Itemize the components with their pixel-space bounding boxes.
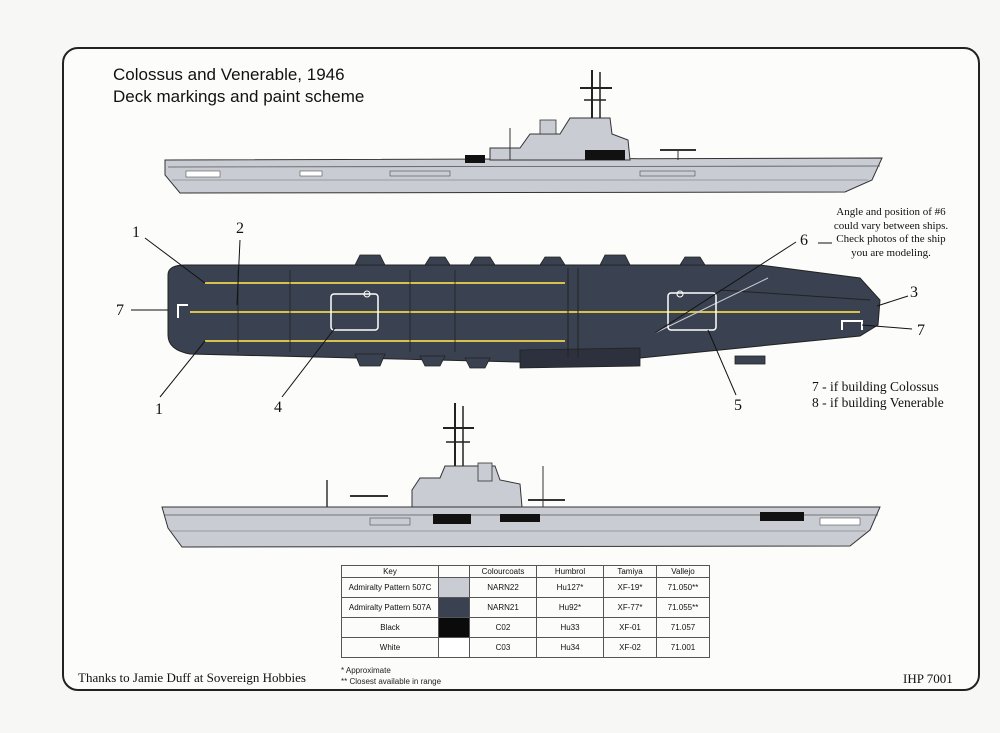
colourcoats-code: C02 [469,617,537,638]
paint-swatch [438,637,470,658]
note-line-1: Angle and position of #6 [836,206,946,218]
callout-7-left: 7 [116,302,124,319]
colourcoats-code: C03 [469,637,537,658]
header-vallejo: Vallejo [656,565,710,578]
port-profile [161,403,881,548]
paint-name: White [341,637,439,658]
header-swatch [438,565,470,578]
note-line-3: Check photos of the ship [836,233,946,245]
build-note-venerable: 8 - if building Venerable [812,395,944,410]
header-humbrol: Humbrol [536,565,604,578]
tamiya-code: XF-77* [603,597,657,618]
paint-swatch [438,577,470,598]
build-note-colossus: 7 - if building Colossus [812,379,939,394]
callout-1-bottom: 1 [155,401,163,418]
callout-5: 5 [734,397,742,414]
note-line-2: could vary between ships. [833,219,949,232]
footnotes: * Approximate ** Closest available in ra… [341,665,441,687]
starboard-profile [164,70,883,194]
paint-key-table: Key Colourcoats Humbrol Tamiya Vallejo A… [341,565,710,658]
header-tamiya: Tamiya [603,565,657,578]
colourcoats-code: NARN21 [469,597,537,618]
header-key: Key [341,565,439,578]
vallejo-code: 71.050** [656,577,710,598]
flight-deck-plan [167,254,881,369]
callout-6: 6 [800,232,808,249]
paint-swatch [438,617,470,638]
title-line-2: Deck markings and paint scheme [113,87,365,106]
colourcoats-code: NARN22 [469,577,537,598]
humbrol-code: Hu33 [536,617,604,638]
tamiya-code: XF-02 [603,637,657,658]
vallejo-code: 71.001 [656,637,710,658]
note-callout-6: Angle and position of #6 could vary betw… [832,206,950,260]
callout-1-top: 1 [132,224,140,241]
footnote-closest: ** Closest available in range [341,677,442,686]
paint-swatch [438,597,470,618]
header-colourcoats: Colourcoats [469,565,537,578]
callout-3: 3 [910,284,918,301]
leader-lines [131,237,913,398]
paint-table-header: Key Colourcoats Humbrol Tamiya Vallejo [341,565,710,578]
humbrol-code: Hu92* [536,597,604,618]
product-code: IHP 7001 [903,671,953,686]
build-notes: 7 - if building Colossus 8 - if building… [812,379,944,411]
note-line-4: you are modeling. [851,246,931,259]
title-line-1: Colossus and Venerable, 1946 [113,65,345,84]
credit-line: Thanks to Jamie Duff at Sovereign Hobbie… [78,670,306,685]
footnote-approximate: * Approximate [341,666,391,675]
vallejo-code: 71.055** [656,597,710,618]
paint-name: Admiralty Pattern 507A [341,597,439,618]
tamiya-code: XF-19* [603,577,657,598]
vallejo-code: 71.057 [656,617,710,638]
callout-2: 2 [236,220,244,237]
callout-4: 4 [274,399,282,416]
paint-name: Black [341,617,439,638]
callout-7-right: 7 [917,322,925,339]
tamiya-code: XF-01 [603,617,657,638]
humbrol-code: Hu34 [536,637,604,658]
sheet-title: Colossus and Venerable, 1946 Deck markin… [113,64,364,108]
humbrol-code: Hu127* [536,577,604,598]
paint-name: Admiralty Pattern 507C [341,577,439,598]
